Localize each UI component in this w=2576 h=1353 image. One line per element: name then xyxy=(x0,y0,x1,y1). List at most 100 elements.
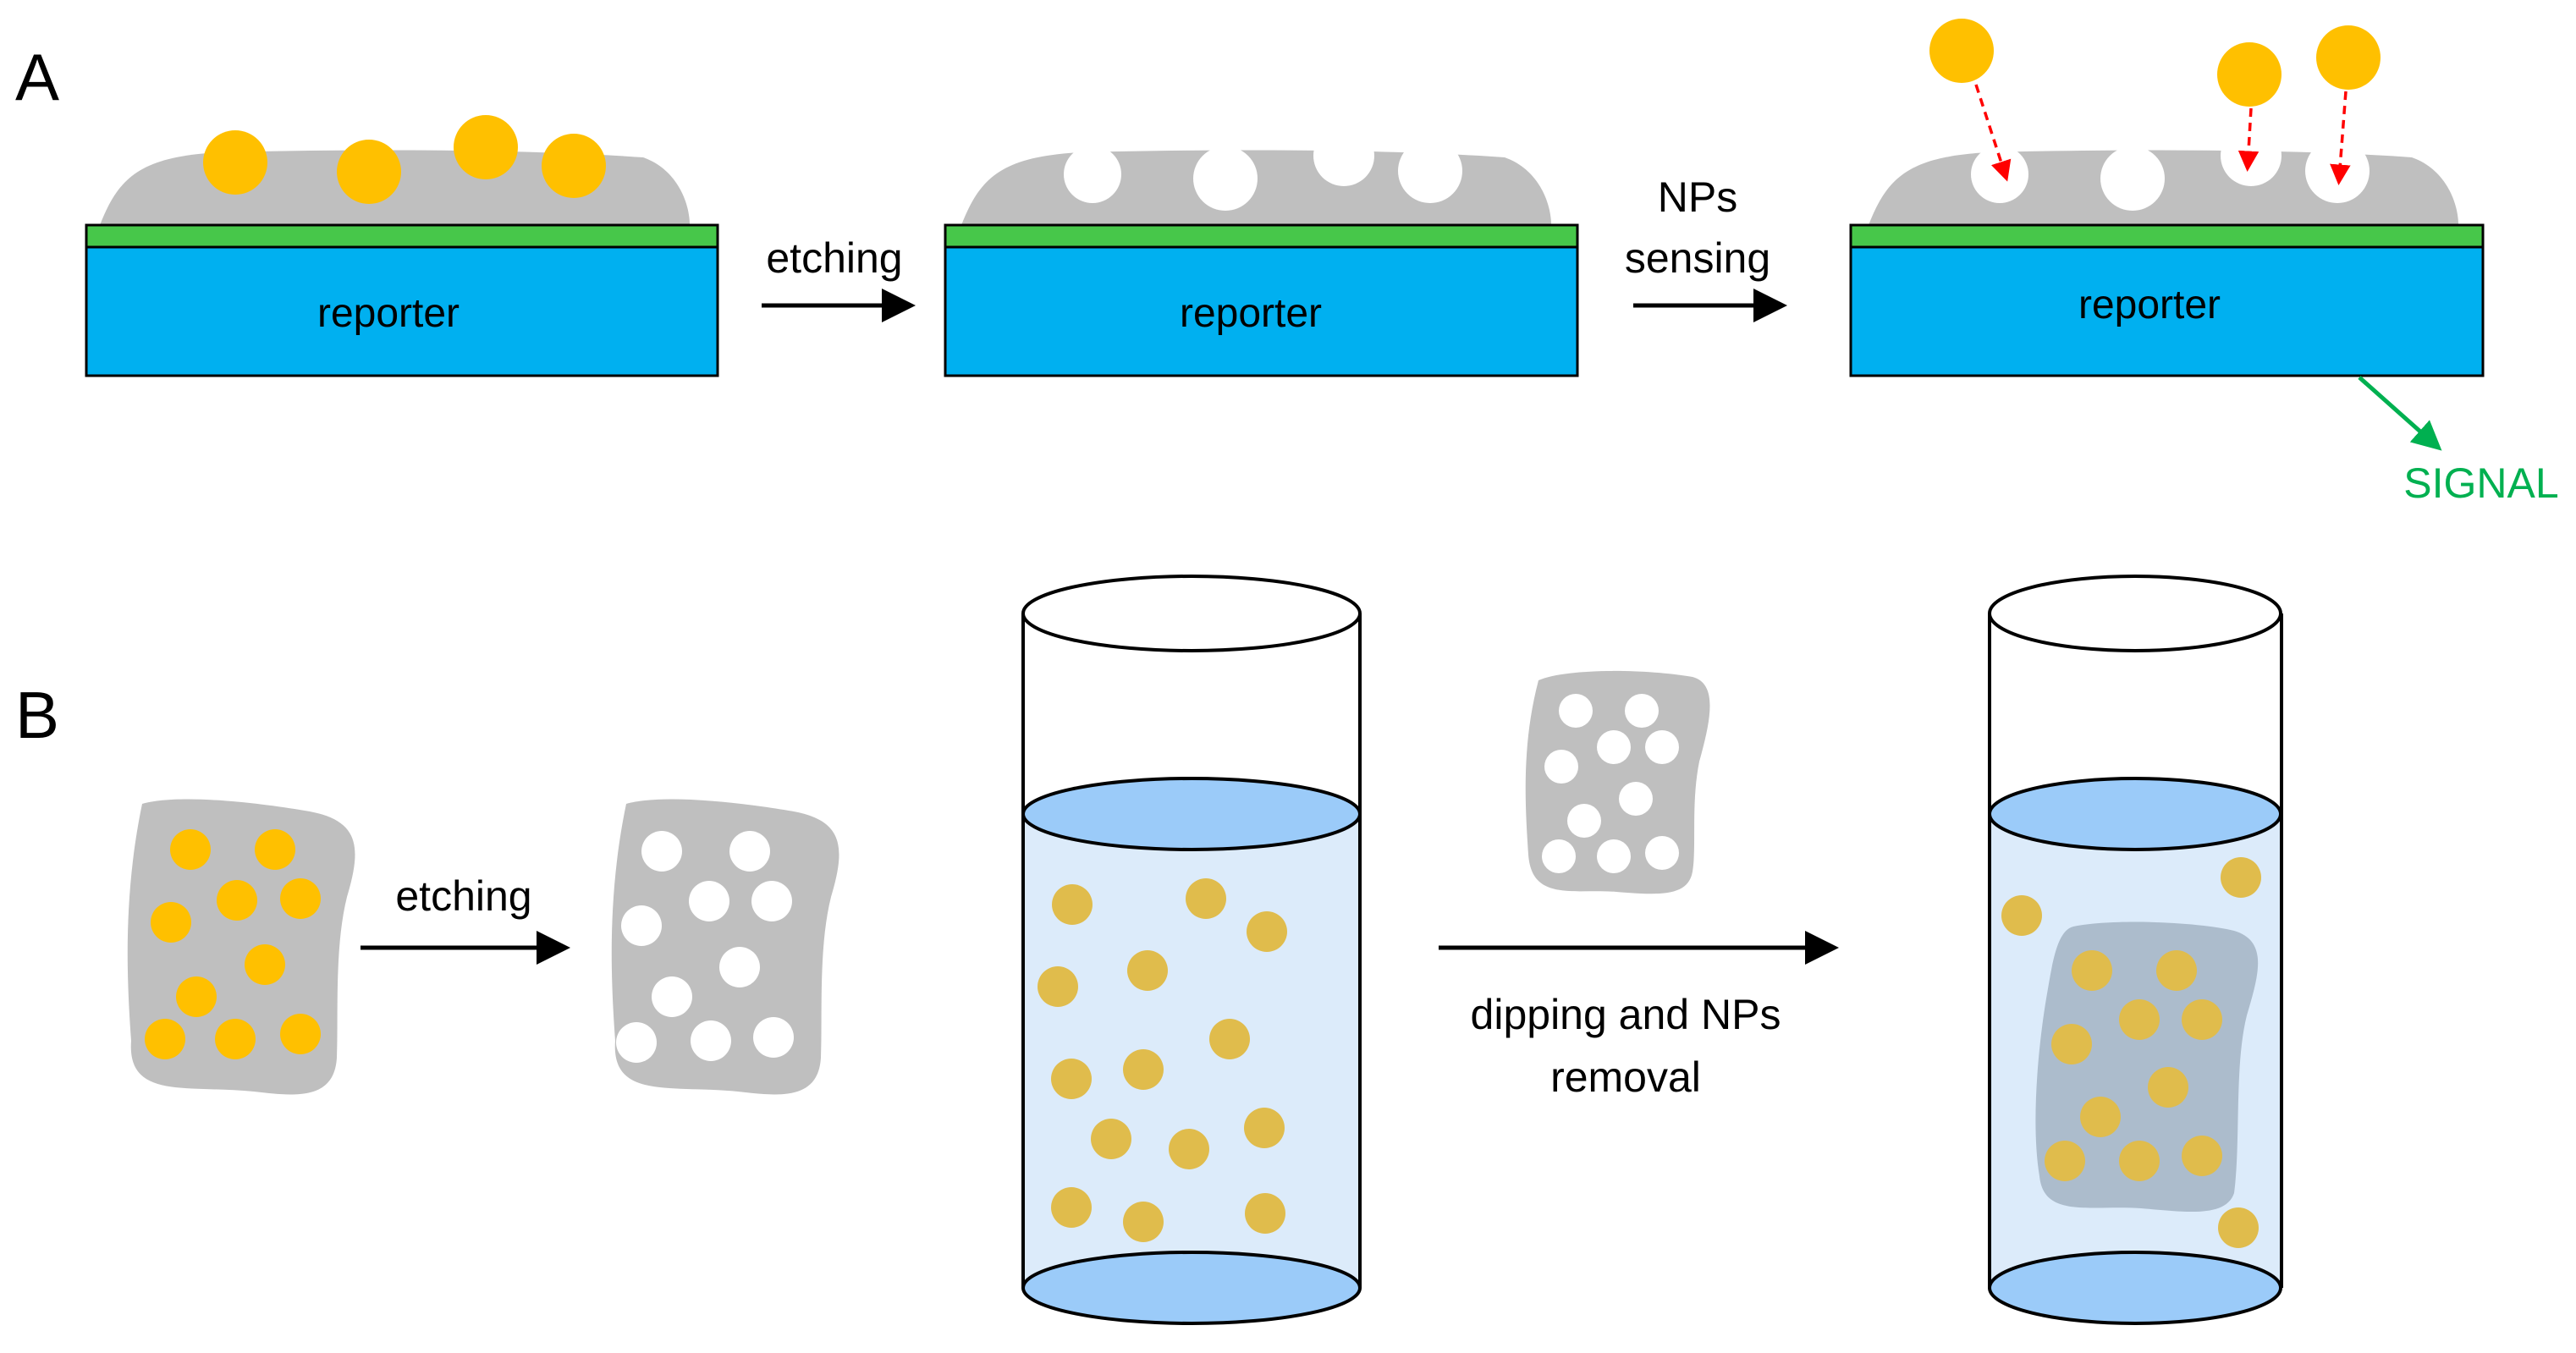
beaker-rim xyxy=(1988,575,2282,652)
nanoparticle xyxy=(1123,1049,1164,1090)
cavity xyxy=(729,831,770,872)
cavity xyxy=(1398,139,1462,203)
nanoparticle xyxy=(2156,950,2197,991)
nanoparticle xyxy=(1127,950,1168,991)
nanoparticle xyxy=(176,976,217,1017)
nanoparticle xyxy=(1051,1059,1092,1099)
beaker-with-membrane xyxy=(1988,575,2283,1325)
nanoparticle xyxy=(1169,1129,1209,1169)
nanoparticle xyxy=(2080,1097,2121,1137)
cavity xyxy=(1544,750,1578,784)
cavity xyxy=(1193,146,1258,211)
nanoparticle xyxy=(1247,911,1287,952)
dipping-label-line2: removal xyxy=(1550,1053,1701,1101)
beaker-with-nanoparticles xyxy=(1021,575,1362,1325)
nanoparticle xyxy=(2001,895,2042,936)
binding-arrow xyxy=(2330,91,2351,185)
nanoparticle xyxy=(170,829,211,870)
sensor-3-sensing: reporter SIGNAL xyxy=(1849,19,2559,507)
nanoparticle xyxy=(2182,1136,2222,1176)
nanoparticle xyxy=(1245,1193,1285,1234)
nanoparticle xyxy=(1052,884,1093,925)
nanoparticle xyxy=(280,878,321,919)
binding-arrow xyxy=(2237,107,2260,172)
cavity xyxy=(1567,804,1601,838)
nanoparticle xyxy=(145,1019,185,1059)
etching-label-b: etching xyxy=(395,872,531,920)
cavity xyxy=(2100,146,2165,211)
nanoparticle xyxy=(1123,1202,1164,1242)
cavity xyxy=(1542,839,1576,873)
etching-label-a: etching xyxy=(766,234,902,282)
nanoparticle xyxy=(2221,857,2261,898)
nanoparticle xyxy=(2316,25,2381,90)
nanoparticle xyxy=(1038,966,1078,1007)
cavity xyxy=(616,1022,657,1063)
nanoparticle xyxy=(215,1019,256,1059)
nanoparticle xyxy=(280,1014,321,1054)
nps-sensing-label-line1: NPs xyxy=(1658,173,1737,221)
cavity xyxy=(641,831,682,872)
cavity xyxy=(751,881,792,921)
beaker-bottom xyxy=(1021,1251,1362,1325)
nanoparticle xyxy=(1244,1108,1285,1148)
nanoparticle xyxy=(454,115,518,179)
sensing-layer xyxy=(1849,223,2485,249)
cavity xyxy=(1625,694,1659,728)
nanoparticle xyxy=(1209,1019,1250,1059)
nanoparticle xyxy=(2217,42,2282,107)
beaker-rim xyxy=(1021,575,1362,652)
cavity xyxy=(1645,836,1679,870)
cavity xyxy=(689,881,729,921)
liquid-surface xyxy=(1988,777,2282,851)
nanoparticle xyxy=(151,902,191,943)
nanoparticle xyxy=(245,944,285,985)
nanoparticle xyxy=(2072,950,2112,991)
beaker-bottom xyxy=(1988,1251,2282,1325)
cavity xyxy=(621,905,662,946)
cavity xyxy=(1313,125,1374,186)
reporter-label: reporter xyxy=(1180,291,1322,336)
sensor-2-etched: reporter xyxy=(944,125,1579,377)
nanoparticle xyxy=(203,130,267,195)
reporter-label: reporter xyxy=(2078,283,2221,327)
panel-b-letter: B xyxy=(15,678,59,752)
sensor-1-imprinted: reporter xyxy=(85,115,719,377)
polymer-layer xyxy=(961,150,1551,225)
liquid-surface xyxy=(1021,777,1362,851)
cavity xyxy=(1597,730,1631,764)
nanoparticle xyxy=(2119,999,2160,1040)
cavity xyxy=(691,1020,731,1061)
reporter-label: reporter xyxy=(317,291,460,336)
panel-a-letter: A xyxy=(15,40,59,114)
nanoparticle xyxy=(255,829,295,870)
cavity xyxy=(1645,730,1679,764)
nanoparticle xyxy=(1186,878,1226,919)
nanoparticle xyxy=(337,140,401,204)
membrane-imprinted xyxy=(127,799,355,1095)
membrane-etched xyxy=(611,799,839,1095)
nanoparticle xyxy=(2119,1141,2160,1181)
cavity xyxy=(2305,139,2370,203)
cavity xyxy=(1064,146,1121,203)
nps-sensing-label-line2: sensing xyxy=(1625,234,1770,282)
membrane-etched-dipping xyxy=(1525,670,1710,894)
nanoparticle xyxy=(1091,1119,1131,1159)
nanoparticle xyxy=(1929,19,1994,83)
nanoparticle xyxy=(2051,1024,2092,1064)
sensing-layer xyxy=(85,223,719,249)
cavity xyxy=(1619,782,1653,816)
reporter-block xyxy=(1849,245,2485,377)
nanoparticle xyxy=(2218,1207,2259,1248)
binding-arrow xyxy=(1974,84,2012,182)
nanoparticle xyxy=(1051,1187,1092,1228)
cavity xyxy=(1559,694,1593,728)
nanoparticle xyxy=(2045,1141,2085,1181)
reporter-block xyxy=(85,245,719,377)
nanoparticle xyxy=(217,880,257,921)
cavity xyxy=(753,1017,794,1058)
sensing-layer xyxy=(944,223,1579,249)
nanoparticle xyxy=(2148,1067,2188,1108)
nanoparticle xyxy=(2182,999,2222,1040)
